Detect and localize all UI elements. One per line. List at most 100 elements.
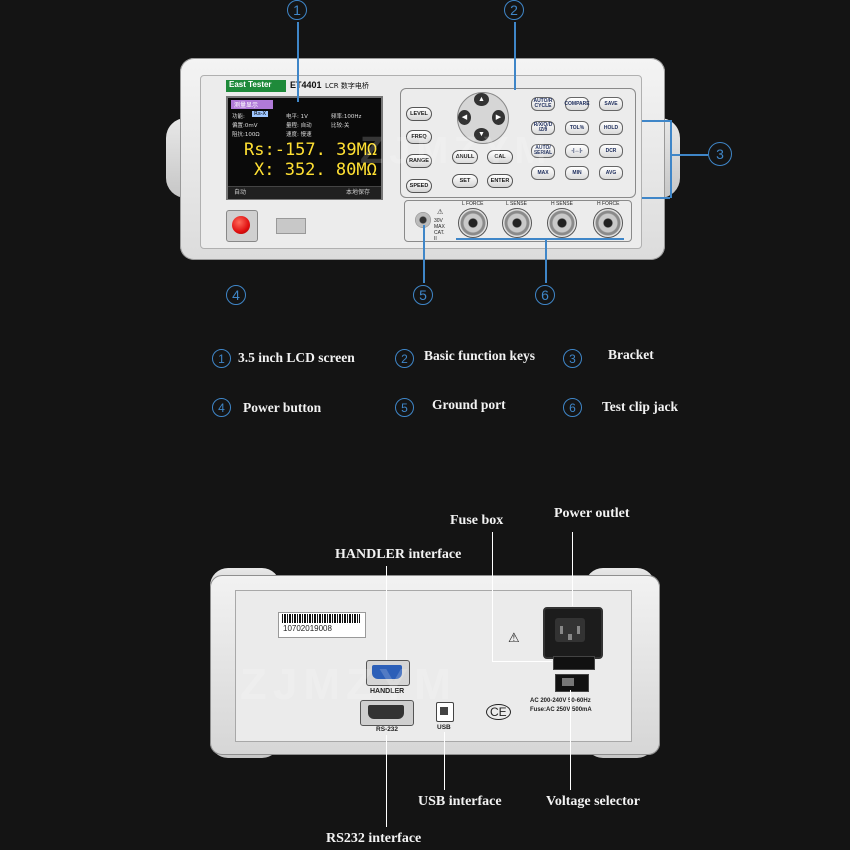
save-key[interactable]: SAVE: [599, 97, 623, 111]
watermark-rear: ZJMZYM: [240, 660, 457, 709]
lcd-secondary-reading: X: 352. 80MΩ: [254, 160, 377, 180]
usb-port-core: [440, 707, 448, 715]
handler-tag: HANDLER: [370, 688, 405, 695]
range-key[interactable]: RANGE: [406, 154, 432, 168]
legend-num-3: 3: [563, 349, 582, 368]
legend-text-5: Ground port: [432, 397, 506, 412]
fuse-box-line-horizontal: [492, 661, 552, 662]
l-force-label: L FORCE: [462, 201, 484, 207]
serial-number: 10702019008: [283, 624, 332, 633]
lcd-frequency: 频率:100Hz: [331, 114, 362, 120]
power-outlet-line: [572, 532, 573, 606]
level-key[interactable]: LEVEL: [406, 107, 432, 121]
h-sense-jack[interactable]: [547, 208, 577, 238]
auto-serial-key[interactable]: AUTO/ SERIAL: [531, 144, 555, 158]
brand-name: East Tester: [229, 80, 272, 89]
cal-key[interactable]: CAL: [487, 150, 513, 164]
avg-key[interactable]: AVG: [599, 166, 623, 180]
l-sense-label: L SENSE: [506, 201, 527, 207]
lcd-footer-left: 自动: [234, 189, 247, 196]
fuse-box[interactable]: [553, 656, 595, 670]
min-key[interactable]: MIN: [565, 166, 589, 180]
arrow-up-key[interactable]: ▲: [474, 93, 489, 106]
callout-3-bracket-bottom: [642, 197, 670, 199]
max-key[interactable]: MAX: [531, 166, 555, 180]
handler-interface-label: HANDLER interface: [335, 547, 462, 562]
callout-5: 5: [413, 285, 433, 305]
callout-6: 6: [535, 285, 555, 305]
l-sense-jack[interactable]: [502, 208, 532, 238]
voltage-selector-line: [570, 690, 571, 790]
lcd-mode-tab: [231, 100, 273, 109]
callout-3-line: [671, 154, 708, 156]
power-button[interactable]: [232, 216, 250, 234]
lcd-footer-bar: [228, 186, 381, 199]
rear-warning-icon: ⚠: [508, 630, 520, 645]
arrow-left-key[interactable]: ◀: [458, 110, 471, 125]
h-force-jack[interactable]: [593, 208, 623, 238]
fuse-box-label: Fuse box: [450, 513, 504, 528]
speed-key[interactable]: SPEED: [406, 179, 432, 193]
callout-4: 4: [226, 285, 246, 305]
arrow-right-key[interactable]: ▶: [492, 110, 505, 125]
rs232-port-socket: [368, 705, 404, 719]
voltage-selector-switch: [562, 678, 574, 686]
h-force-label: H FORCE: [597, 201, 620, 207]
power-outlet-pin-ground: [568, 634, 572, 640]
fuse-box-line-vertical: [492, 532, 493, 662]
usb-tag: USB: [437, 724, 451, 731]
null-key[interactable]: ΔNULL: [452, 150, 478, 164]
rs232-interface-label: RS232 interface: [326, 831, 422, 846]
serial-barcode: [282, 614, 360, 623]
parameter-key[interactable]: R/X/Q/D /Z/θ: [531, 121, 555, 135]
handler-line: [386, 566, 387, 660]
set-key[interactable]: SET: [452, 174, 478, 188]
callout-1-line: [297, 22, 299, 102]
watermark-front: ZJMZYM: [360, 130, 553, 172]
dcr-key[interactable]: DCR: [599, 144, 623, 158]
lcd-speed: 速度: 慢速: [286, 132, 312, 138]
lcd-impedance: 阻抗:100Ω: [232, 132, 260, 138]
lcd-range: 量程: 自动: [286, 123, 312, 129]
diode-key[interactable]: -|↔|-: [565, 144, 589, 158]
callout-5-line: [423, 225, 425, 283]
lcd-function-value: Rs-X: [252, 111, 269, 117]
lcd-screen: 测量显示 功能: Rs-X 电平: 1V 频率:100Hz 偏置:0mV 量程:…: [226, 96, 383, 200]
rs232-line: [386, 735, 387, 827]
legend-text-1: 3.5 inch LCD screen: [238, 350, 355, 365]
callout-6-line: [545, 238, 547, 283]
power-outlet-pin-left: [560, 626, 563, 634]
callout-2: 2: [504, 0, 524, 20]
lcd-footer-right: 本地保存: [346, 189, 371, 196]
ce-mark: CE: [486, 704, 511, 720]
legend-num-4: 4: [212, 398, 231, 417]
callout-1: 1: [287, 0, 307, 20]
rs232-tag: RS-232: [376, 726, 399, 733]
hold-key[interactable]: HOLD: [599, 121, 623, 135]
legend-num-5: 5: [395, 398, 414, 417]
legend-text-6: Test clip jack: [602, 399, 679, 414]
legend-num-1: 1: [212, 349, 231, 368]
model-number: ET4401: [290, 80, 322, 90]
warning-icon: ⚠: [437, 208, 444, 216]
callout-2-line: [514, 22, 516, 90]
lcd-level: 电平: 1V: [286, 114, 308, 120]
lcd-compare: 比较:关: [331, 123, 350, 129]
callout-6-bracket: [456, 238, 624, 240]
arrow-down-key[interactable]: ▼: [474, 128, 489, 141]
ground-port[interactable]: [415, 212, 431, 228]
legend-text-2: Basic function keys: [424, 348, 536, 363]
l-force-jack[interactable]: [458, 208, 488, 238]
model-title: LCR 数字电桥: [325, 82, 369, 90]
freq-key[interactable]: FREQ: [406, 130, 432, 144]
compare-key[interactable]: COMPARE: [564, 97, 590, 111]
power-button-frame: [226, 210, 258, 242]
auto-cycle-key[interactable]: AUTO/R CYCLE: [531, 97, 555, 111]
usb-interface-label: USB interface: [418, 794, 502, 809]
tol-key[interactable]: TOL%: [565, 121, 589, 135]
enter-key[interactable]: ENTER: [487, 174, 513, 188]
power-spec: AC 200-240V 50-60Hz: [530, 698, 591, 704]
lcd-function-label: 功能:: [232, 114, 245, 120]
legend-num-6: 6: [563, 398, 582, 417]
jack-panel: [404, 200, 632, 242]
